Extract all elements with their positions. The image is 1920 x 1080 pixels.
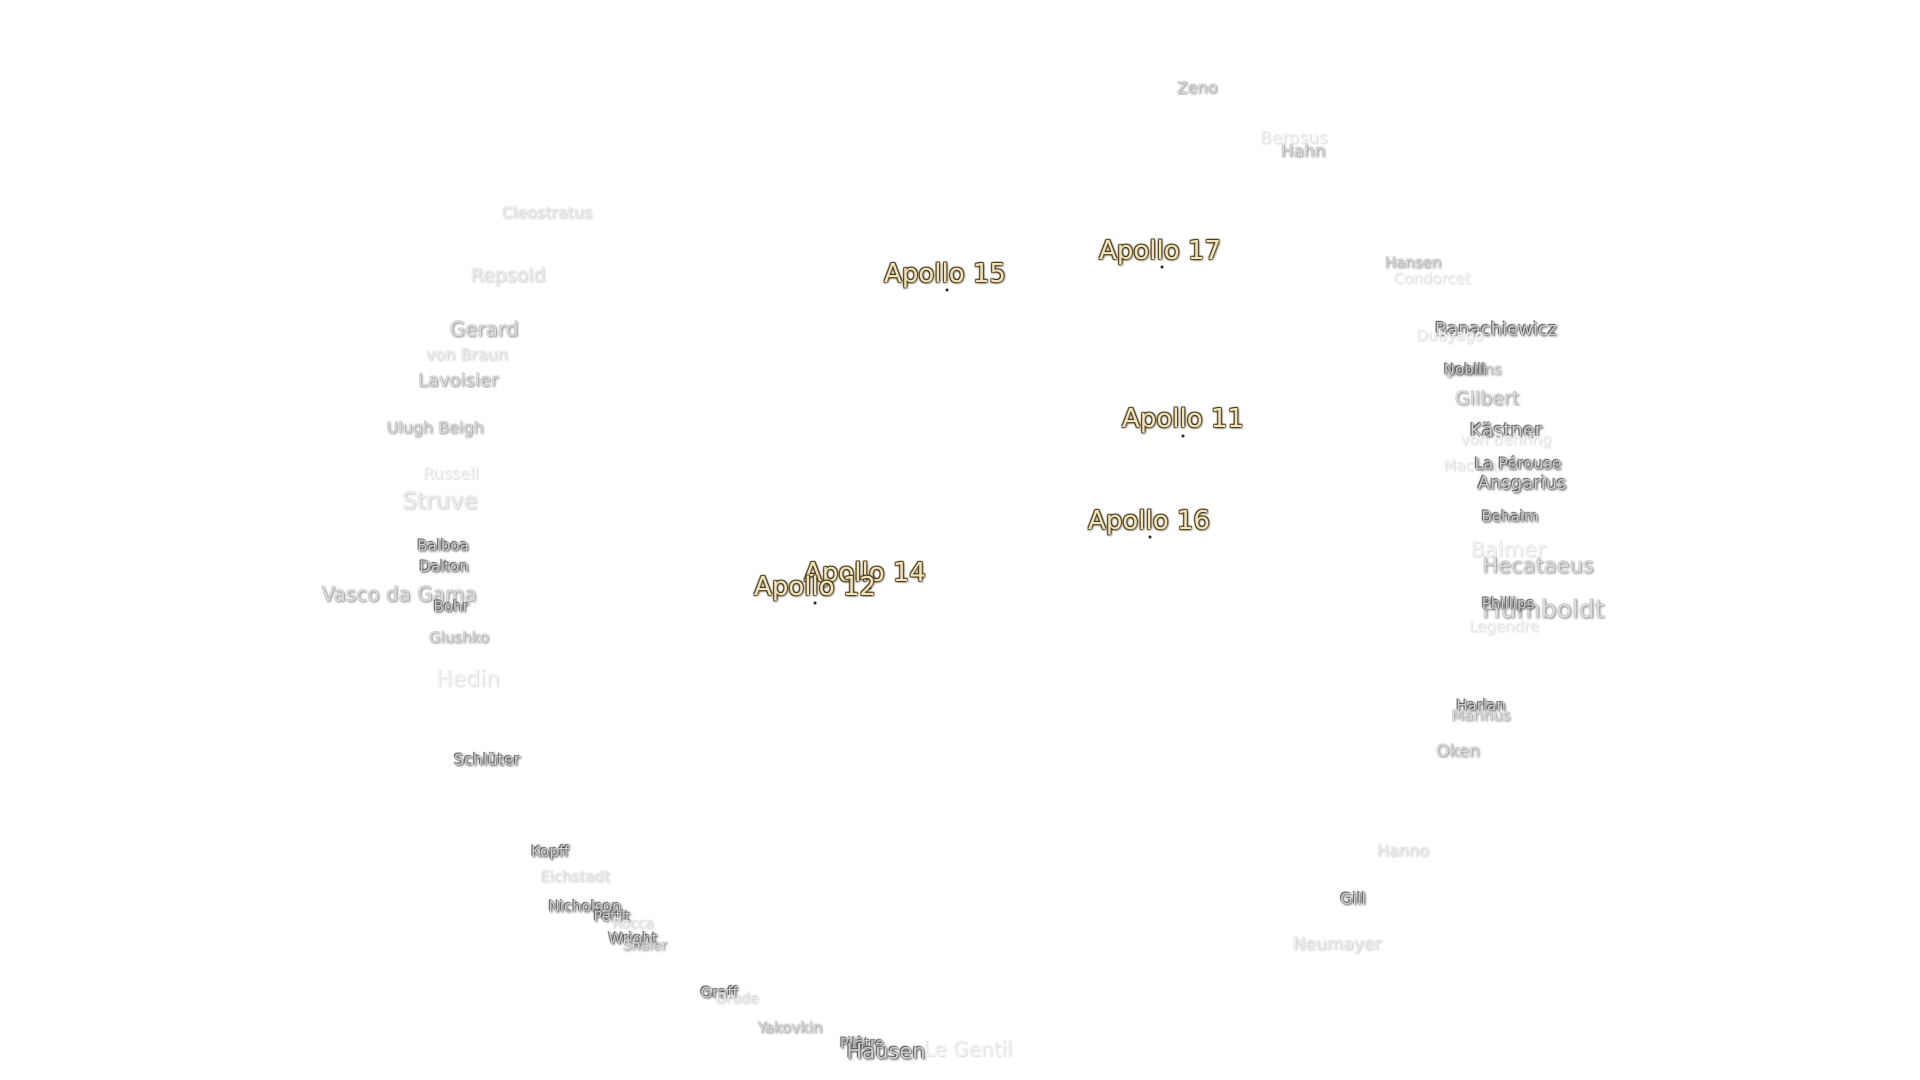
crater-label-vasco-da-gama[interactable]: Vasco da Gama bbox=[321, 582, 477, 606]
apollo-15-site-marker[interactable] bbox=[945, 288, 949, 292]
crater-label-wright[interactable]: Wright bbox=[608, 929, 658, 948]
crater-label-drude[interactable]: Drude bbox=[715, 991, 759, 1007]
crater-label-gilbert[interactable]: Gilbert bbox=[1454, 387, 1520, 410]
crater-label-kastner[interactable]: Kästner bbox=[1469, 419, 1543, 442]
crater-label-russell[interactable]: Russell bbox=[423, 464, 479, 483]
crater-label-shaler[interactable]: Shaler bbox=[622, 938, 668, 954]
apollo-17-label[interactable]: Apollo 17 bbox=[1099, 236, 1221, 266]
crater-label-neumayer[interactable]: Neumayer bbox=[1292, 934, 1382, 955]
crater-label-hansen[interactable]: Hansen bbox=[1384, 253, 1442, 272]
crater-label-hecataeus[interactable]: Hecataeus bbox=[1482, 553, 1594, 578]
crater-label-ulugh-beigh[interactable]: Ulugh Beigh bbox=[386, 418, 484, 437]
apollo-11-label[interactable]: Apollo 11 bbox=[1122, 404, 1244, 434]
crater-label-hausen[interactable]: Hausen bbox=[846, 1039, 926, 1064]
crater-label-berosus[interactable]: Berosus bbox=[1260, 128, 1328, 149]
crater-label-graff[interactable]: Graff bbox=[700, 983, 738, 1002]
crater-label-gerard[interactable]: Gerard bbox=[449, 317, 519, 341]
crater-label-pilatre[interactable]: Pilâtre bbox=[839, 1036, 885, 1052]
crater-label-nobili[interactable]: Nobili bbox=[1443, 360, 1487, 379]
crater-label-humboldt[interactable]: Humboldt bbox=[1481, 594, 1605, 624]
apollo-11-site-marker[interactable] bbox=[1181, 434, 1185, 438]
crater-label-balmer[interactable]: Balmer bbox=[1470, 537, 1546, 562]
crater-label-pettit[interactable]: Pettit bbox=[593, 909, 631, 925]
crater-label-schluter[interactable]: Schlüter bbox=[453, 750, 521, 769]
apollo-17-site-marker[interactable] bbox=[1160, 265, 1164, 269]
crater-label-repsold[interactable]: Repsold bbox=[470, 264, 546, 287]
apollo-16-site-marker[interactable] bbox=[1148, 535, 1152, 539]
crater-label-oken[interactable]: Oken bbox=[1436, 741, 1480, 762]
apollo-12-label[interactable]: Apollo 12 bbox=[754, 572, 876, 602]
crater-label-hedin[interactable]: Hedin bbox=[435, 667, 501, 692]
crater-label-rocca[interactable]: Rocca bbox=[612, 916, 654, 932]
apollo-15-label[interactable]: Apollo 15 bbox=[884, 259, 1006, 289]
crater-label-cleostratus[interactable]: Cleostratus bbox=[501, 203, 593, 222]
crater-label-yakovkin[interactable]: Yakovkin bbox=[757, 1018, 823, 1037]
crater-label-gill[interactable]: Gill bbox=[1340, 889, 1366, 908]
crater-label-eichstadt[interactable]: Eichstadt bbox=[540, 867, 610, 886]
apollo-12-site-marker[interactable] bbox=[813, 601, 817, 605]
crater-label-phillips[interactable]: Phillips bbox=[1481, 594, 1535, 613]
apollo-14-site-marker[interactable] bbox=[868, 586, 872, 590]
crater-label-balboa[interactable]: Balboa bbox=[417, 536, 469, 555]
crater-label-legendre[interactable]: Legendre bbox=[1468, 617, 1540, 636]
crater-label-le-gentil[interactable]: Le Gentil bbox=[923, 1037, 1013, 1061]
crater-label-maclaurin[interactable]: Maclaurin bbox=[1443, 456, 1517, 475]
crater-label-condorcet[interactable]: Condorcet bbox=[1393, 269, 1471, 288]
crater-label-bohr[interactable]: Bohr bbox=[433, 597, 469, 616]
crater-label-nicholson[interactable]: Nicholson bbox=[548, 897, 622, 916]
crater-label-lavoisier[interactable]: Lavoisier bbox=[417, 370, 499, 391]
crater-label-hanno[interactable]: Hanno bbox=[1377, 841, 1429, 860]
crater-label-hahn[interactable]: Hahn bbox=[1280, 141, 1326, 162]
crater-label-von-braun[interactable]: von Braun bbox=[425, 345, 509, 364]
crater-label-marinus[interactable]: Marinus bbox=[1451, 706, 1511, 725]
crater-label-struve[interactable]: Struve bbox=[402, 488, 478, 515]
crater-label-la-perouse[interactable]: La Pérouse bbox=[1474, 454, 1562, 473]
crater-label-kopff[interactable]: Kopff bbox=[530, 842, 570, 861]
crater-label-harlan[interactable]: Harlan bbox=[1456, 696, 1506, 715]
crater-label-glushko[interactable]: Glushko bbox=[429, 628, 489, 647]
apollo-16-label[interactable]: Apollo 16 bbox=[1088, 506, 1210, 536]
apollo-14-label[interactable]: Apollo 14 bbox=[804, 558, 926, 588]
crater-label-behaim[interactable]: Behaim bbox=[1481, 507, 1539, 526]
crater-label-jenkins[interactable]: Jenkins bbox=[1448, 360, 1502, 379]
crater-label-banachiewicz[interactable]: Banachiewicz bbox=[1434, 319, 1558, 340]
crater-label-dubyago[interactable]: Dubyago bbox=[1416, 326, 1484, 345]
crater-label-zeno[interactable]: Zeno bbox=[1176, 78, 1218, 97]
crater-label-ansgarius[interactable]: Ansgarius bbox=[1477, 473, 1567, 494]
crater-label-von-behring[interactable]: von Behring bbox=[1460, 430, 1552, 449]
crater-label-dalton[interactable]: Dalton bbox=[419, 557, 469, 576]
